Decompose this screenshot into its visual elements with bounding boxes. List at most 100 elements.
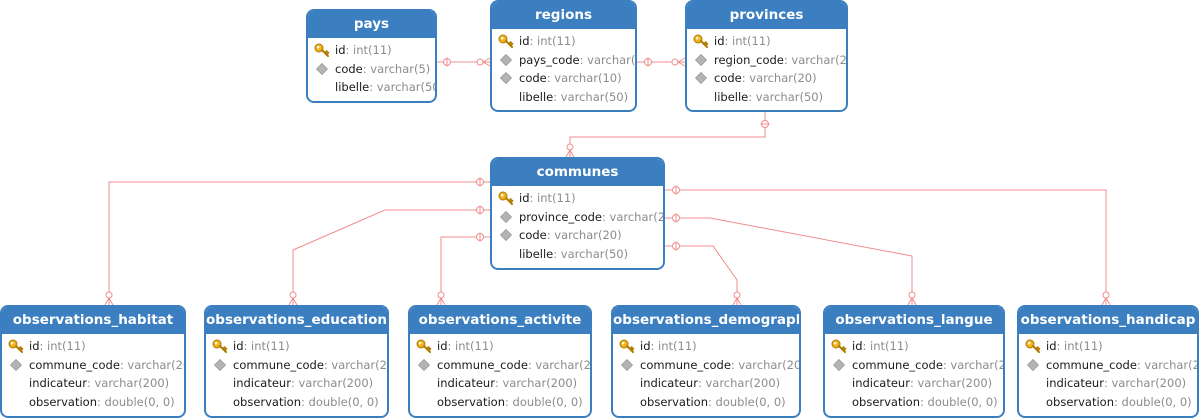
table-regions[interactable]: regions id: int(11)pays_code: varchar(5)c… <box>490 0 637 112</box>
table-observations-habitat[interactable]: observations_habitat id: int(11)commune_c… <box>0 305 186 418</box>
table-header[interactable]: observations_education <box>206 307 387 334</box>
table-pays[interactable]: pays id: int(11)code: varchar(5)libelle: … <box>306 9 437 103</box>
column-row[interactable]: observation: double(0, 0) <box>2 393 184 412</box>
column-row[interactable]: id: int(11) <box>613 337 799 356</box>
column-name: id <box>335 43 346 57</box>
diamond-icon <box>619 357 635 373</box>
table-observations-handicap[interactable]: observations_handicap id: int(11)commune_… <box>1017 305 1199 418</box>
column-row[interactable]: id: int(11) <box>492 32 635 51</box>
column-row[interactable]: commune_code: varchar(20) <box>613 356 799 375</box>
column-row[interactable]: region_code: varchar(20) <box>687 51 846 70</box>
column-row[interactable]: commune_code: varchar(20) <box>410 356 590 375</box>
table-observations-demographie[interactable]: observations_demographie id: int(11)commu… <box>611 305 801 418</box>
column-name: id <box>233 339 244 353</box>
column-name: commune_code <box>640 357 731 372</box>
column-row[interactable]: indicateur: varchar(200) <box>2 374 184 393</box>
column-row[interactable]: indicateur: varchar(200) <box>1019 374 1197 393</box>
column-name: indicateur <box>437 376 495 390</box>
diamond-icon <box>831 357 847 373</box>
column-row[interactable]: libelle: varchar(50) <box>492 88 635 107</box>
column-row[interactable]: commune_code: varchar(20) <box>2 356 184 375</box>
column-row[interactable]: libelle: varchar(50) <box>687 88 846 107</box>
column-type: : varchar(50) <box>553 246 629 261</box>
column-row[interactable]: observation: double(0, 0) <box>410 393 590 412</box>
column-row[interactable]: province_code: varchar(20) <box>492 208 663 227</box>
column-type: : double(0, 0) <box>97 394 175 409</box>
column-row[interactable]: code: varchar(20) <box>492 226 663 245</box>
column-row[interactable]: id: int(11) <box>2 337 184 356</box>
column-row[interactable]: id: int(11) <box>410 337 590 356</box>
column-type: : varchar(50) <box>369 80 437 94</box>
column-type: : varchar(20) <box>119 357 184 372</box>
table-header[interactable]: observations_handicap <box>1019 307 1197 334</box>
column-type: : varchar(200) <box>290 376 374 390</box>
column-type: : varchar(50) <box>748 89 824 104</box>
column-type: : varchar(20) <box>741 71 817 85</box>
table-header[interactable]: observations_activite <box>410 307 590 334</box>
column-name: commune_code <box>29 357 120 372</box>
column-name: id <box>1046 339 1057 353</box>
column-row[interactable]: pays_code: varchar(5) <box>492 51 635 70</box>
column-row[interactable]: observation: double(0, 0) <box>613 393 799 412</box>
column-row[interactable]: id: int(11) <box>825 337 1003 356</box>
column-row[interactable]: code: varchar(10) <box>492 69 635 88</box>
column-name: indicateur <box>233 376 291 390</box>
diamond-icon <box>498 52 514 68</box>
column-row[interactable]: id: int(11) <box>687 32 846 51</box>
column-row[interactable]: indicateur: varchar(200) <box>410 374 590 393</box>
relation-communes-habitat-many-circle <box>105 291 113 299</box>
key-icon <box>1025 338 1041 354</box>
column-row[interactable]: indicateur: varchar(200) <box>613 374 799 393</box>
column-row[interactable]: id: int(11) <box>492 189 663 208</box>
table-header[interactable]: observations_demographie <box>613 307 799 334</box>
column-row[interactable]: libelle: varchar(50) <box>492 245 663 264</box>
column-name: id <box>519 191 530 205</box>
table-header[interactable]: observations_langue <box>825 307 1003 334</box>
blank-icon <box>8 394 24 410</box>
column-row[interactable]: commune_code: varchar(20) <box>1019 356 1197 375</box>
column-row[interactable]: observation: double(0, 0) <box>825 393 1003 412</box>
table-header[interactable]: pays <box>308 11 435 38</box>
column-name: libelle <box>335 80 370 94</box>
key-icon <box>212 338 228 354</box>
diamond-icon <box>314 61 330 77</box>
table-observations-education[interactable]: observations_education id: int(11)commune… <box>204 305 389 418</box>
key-icon <box>314 42 330 58</box>
table-provinces[interactable]: provinces id: int(11)region_code: varchar… <box>685 0 848 112</box>
diamond-icon <box>8 357 24 373</box>
blank-icon <box>831 375 847 391</box>
column-type: : int(11) <box>724 34 771 48</box>
relation-communes-education-many-circle <box>289 291 297 299</box>
column-name: pays_code <box>519 52 580 67</box>
column-type: : varchar(20) <box>1136 357 1197 372</box>
column-row[interactable]: id: int(11) <box>308 41 435 60</box>
column-row[interactable]: id: int(11) <box>1019 337 1197 356</box>
table-header[interactable]: regions <box>492 2 635 29</box>
column-row[interactable]: indicateur: varchar(200) <box>825 374 1003 393</box>
column-row[interactable]: indicateur: varchar(200) <box>206 374 387 393</box>
column-name: province_code <box>519 209 602 224</box>
table-observations-langue[interactable]: observations_langue id: int(11)commune_co… <box>823 305 1005 418</box>
column-name: observation <box>437 394 506 409</box>
column-type: : varchar(200) <box>697 376 781 390</box>
column-row[interactable]: observation: double(0, 0) <box>1019 393 1197 412</box>
table-header[interactable]: observations_habitat <box>2 307 184 334</box>
column-name: indicateur <box>1046 376 1104 390</box>
table-header[interactable]: provinces <box>687 2 846 29</box>
column-row[interactable]: commune_code: varchar(20) <box>206 356 387 375</box>
column-name: indicateur <box>852 376 910 390</box>
diamond-icon <box>498 209 514 225</box>
column-row[interactable]: id: int(11) <box>206 337 387 356</box>
relation-communes-activite-many-circle <box>437 291 445 299</box>
column-row[interactable]: commune_code: varchar(20) <box>825 356 1003 375</box>
column-row[interactable]: code: varchar(20) <box>687 69 846 88</box>
table-header[interactable]: communes <box>492 159 663 186</box>
blank-icon <box>498 89 514 105</box>
blank-icon <box>831 394 847 410</box>
column-row[interactable]: observation: double(0, 0) <box>206 393 387 412</box>
column-row[interactable]: libelle: varchar(50) <box>308 78 435 97</box>
table-observations-activite[interactable]: observations_activite id: int(11)commune_… <box>408 305 592 418</box>
column-row[interactable]: code: varchar(5) <box>308 60 435 79</box>
